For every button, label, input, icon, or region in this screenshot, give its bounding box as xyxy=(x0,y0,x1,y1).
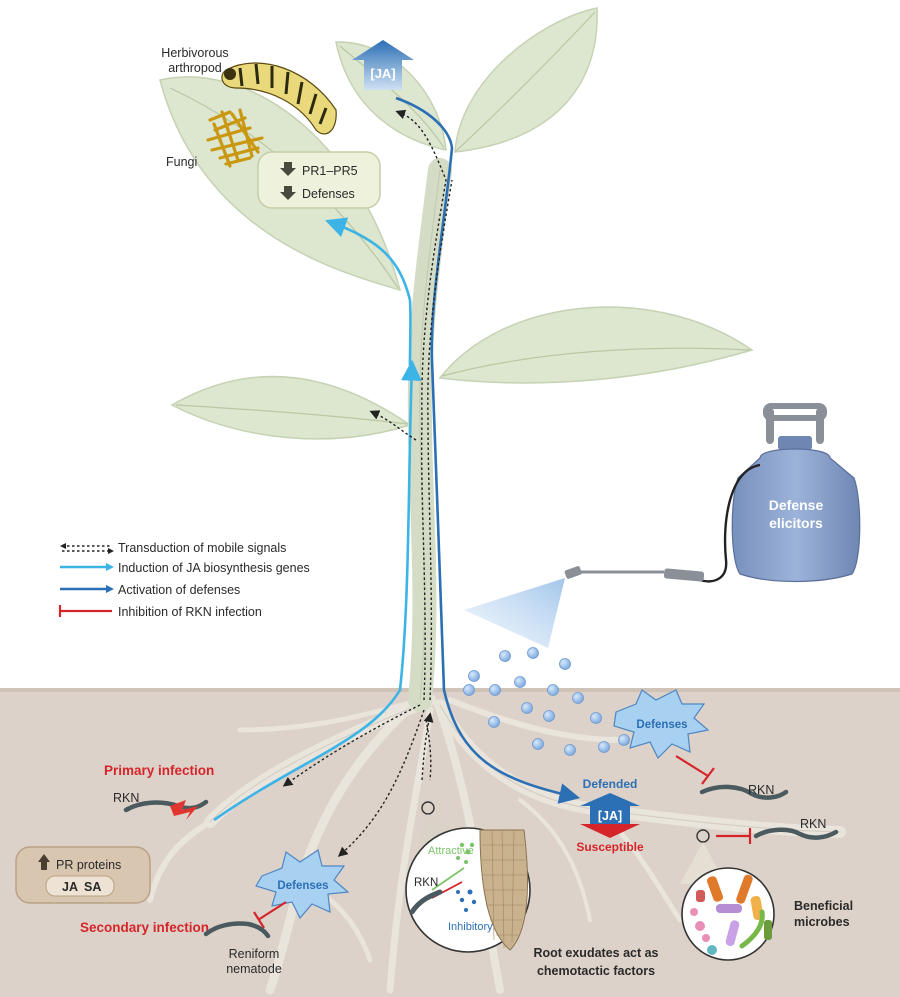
leaf-top-right xyxy=(454,7,598,153)
legend-label-2: Activation of defenses xyxy=(118,583,240,597)
inhibition-marker-1 xyxy=(675,755,715,785)
legend: Transduction of mobile signals Induction… xyxy=(58,541,310,619)
root-pr-box: PR proteins JA SA xyxy=(15,846,151,904)
defense-elicitors-label-1: Defense xyxy=(769,497,824,513)
ja-root-indicator: Defended [JA] Susceptible xyxy=(576,777,644,854)
induction-arrow xyxy=(213,359,422,822)
defended-label: Defended xyxy=(583,777,638,791)
caterpillar-icon xyxy=(221,62,337,135)
nematode-icon-right-1 xyxy=(699,784,789,800)
lower-defenses-burst: Defenses xyxy=(255,849,350,920)
attractive-label: Attractive xyxy=(428,845,474,857)
microbes-icon xyxy=(681,867,775,961)
reniform-label-1: Reniform xyxy=(229,947,280,961)
lightning-icon xyxy=(170,800,198,820)
soil-defenses-burst: Defenses xyxy=(613,689,710,760)
fungi-label: Fungi xyxy=(166,155,197,169)
sprayer-icon: Defense elicitors xyxy=(564,403,861,583)
legend-label-1: Induction of JA biosynthesis genes xyxy=(118,561,310,575)
rkn-left-label: RKN xyxy=(113,791,139,805)
leaf-defenses-label: Defenses xyxy=(302,187,355,201)
mobile-signal-arrows xyxy=(282,109,453,857)
exudates-label-1: Root exudates act as xyxy=(533,946,658,960)
legend-label-3: Inhibition of RKN infection xyxy=(118,605,262,619)
legend-item-ja-induction: Induction of JA biosynthesis genes xyxy=(60,561,310,575)
leaf-left xyxy=(170,375,412,440)
ja-root-label: [JA] xyxy=(598,809,622,823)
ja-label: JA xyxy=(62,880,78,894)
rkn-right-label-1: RKN xyxy=(748,783,774,797)
beneficial-label-1: Beneficial xyxy=(794,899,853,913)
sa-label: SA xyxy=(84,880,101,894)
pr1-pr5-label: PR1–PR5 xyxy=(302,164,358,178)
lower-defenses-label: Defenses xyxy=(277,880,328,892)
defense-elicitors-label-2: elicitors xyxy=(769,515,823,531)
inhibitory-label: Inhibitory xyxy=(448,921,493,933)
legend-item-inhibition: Inhibition of RKN infection xyxy=(58,605,262,619)
nematode-icon-reniform xyxy=(203,921,271,939)
legend-item-mobile-signals: Transduction of mobile signals xyxy=(60,541,286,555)
ja-top-label: [JA] xyxy=(370,66,395,81)
root-tip-detail: Attractive Inhibitory RKN xyxy=(405,827,531,953)
susceptible-label: Susceptible xyxy=(576,840,644,854)
activation-arrow xyxy=(395,96,581,804)
primary-infection-label: Primary infection xyxy=(104,763,214,778)
spray-cone xyxy=(464,578,565,648)
beneficial-label-2: microbes xyxy=(794,915,850,929)
reniform-label-2: nematode xyxy=(226,962,282,976)
elicitor-bubbles xyxy=(463,647,630,756)
inhibition-marker-2 xyxy=(716,828,752,844)
rkn-right-label-2: RKN xyxy=(800,817,826,831)
exudates-label-2: chemotactic factors xyxy=(537,964,655,978)
legend-label-0: Transduction of mobile signals xyxy=(118,541,286,555)
herbivore-label-1: Herbivorous xyxy=(161,46,228,60)
leaf-defense-box: PR1–PR5 Defenses xyxy=(257,151,381,209)
leaf-right xyxy=(438,306,754,384)
inhibition-marker-3 xyxy=(253,901,287,929)
ja-top-arrow: [JA] xyxy=(352,40,414,90)
fungi-icon xyxy=(206,108,264,168)
secondary-infection-label: Secondary infection xyxy=(80,920,209,935)
nematode-icon-right-2 xyxy=(753,827,839,840)
pr-proteins-label: PR proteins xyxy=(56,858,121,872)
rkn-root-label: RKN xyxy=(414,877,438,889)
legend-item-activation: Activation of defenses xyxy=(60,583,240,597)
herbivore-label-2: arthropod xyxy=(168,61,222,75)
soil-defenses-label: Defenses xyxy=(636,719,687,731)
